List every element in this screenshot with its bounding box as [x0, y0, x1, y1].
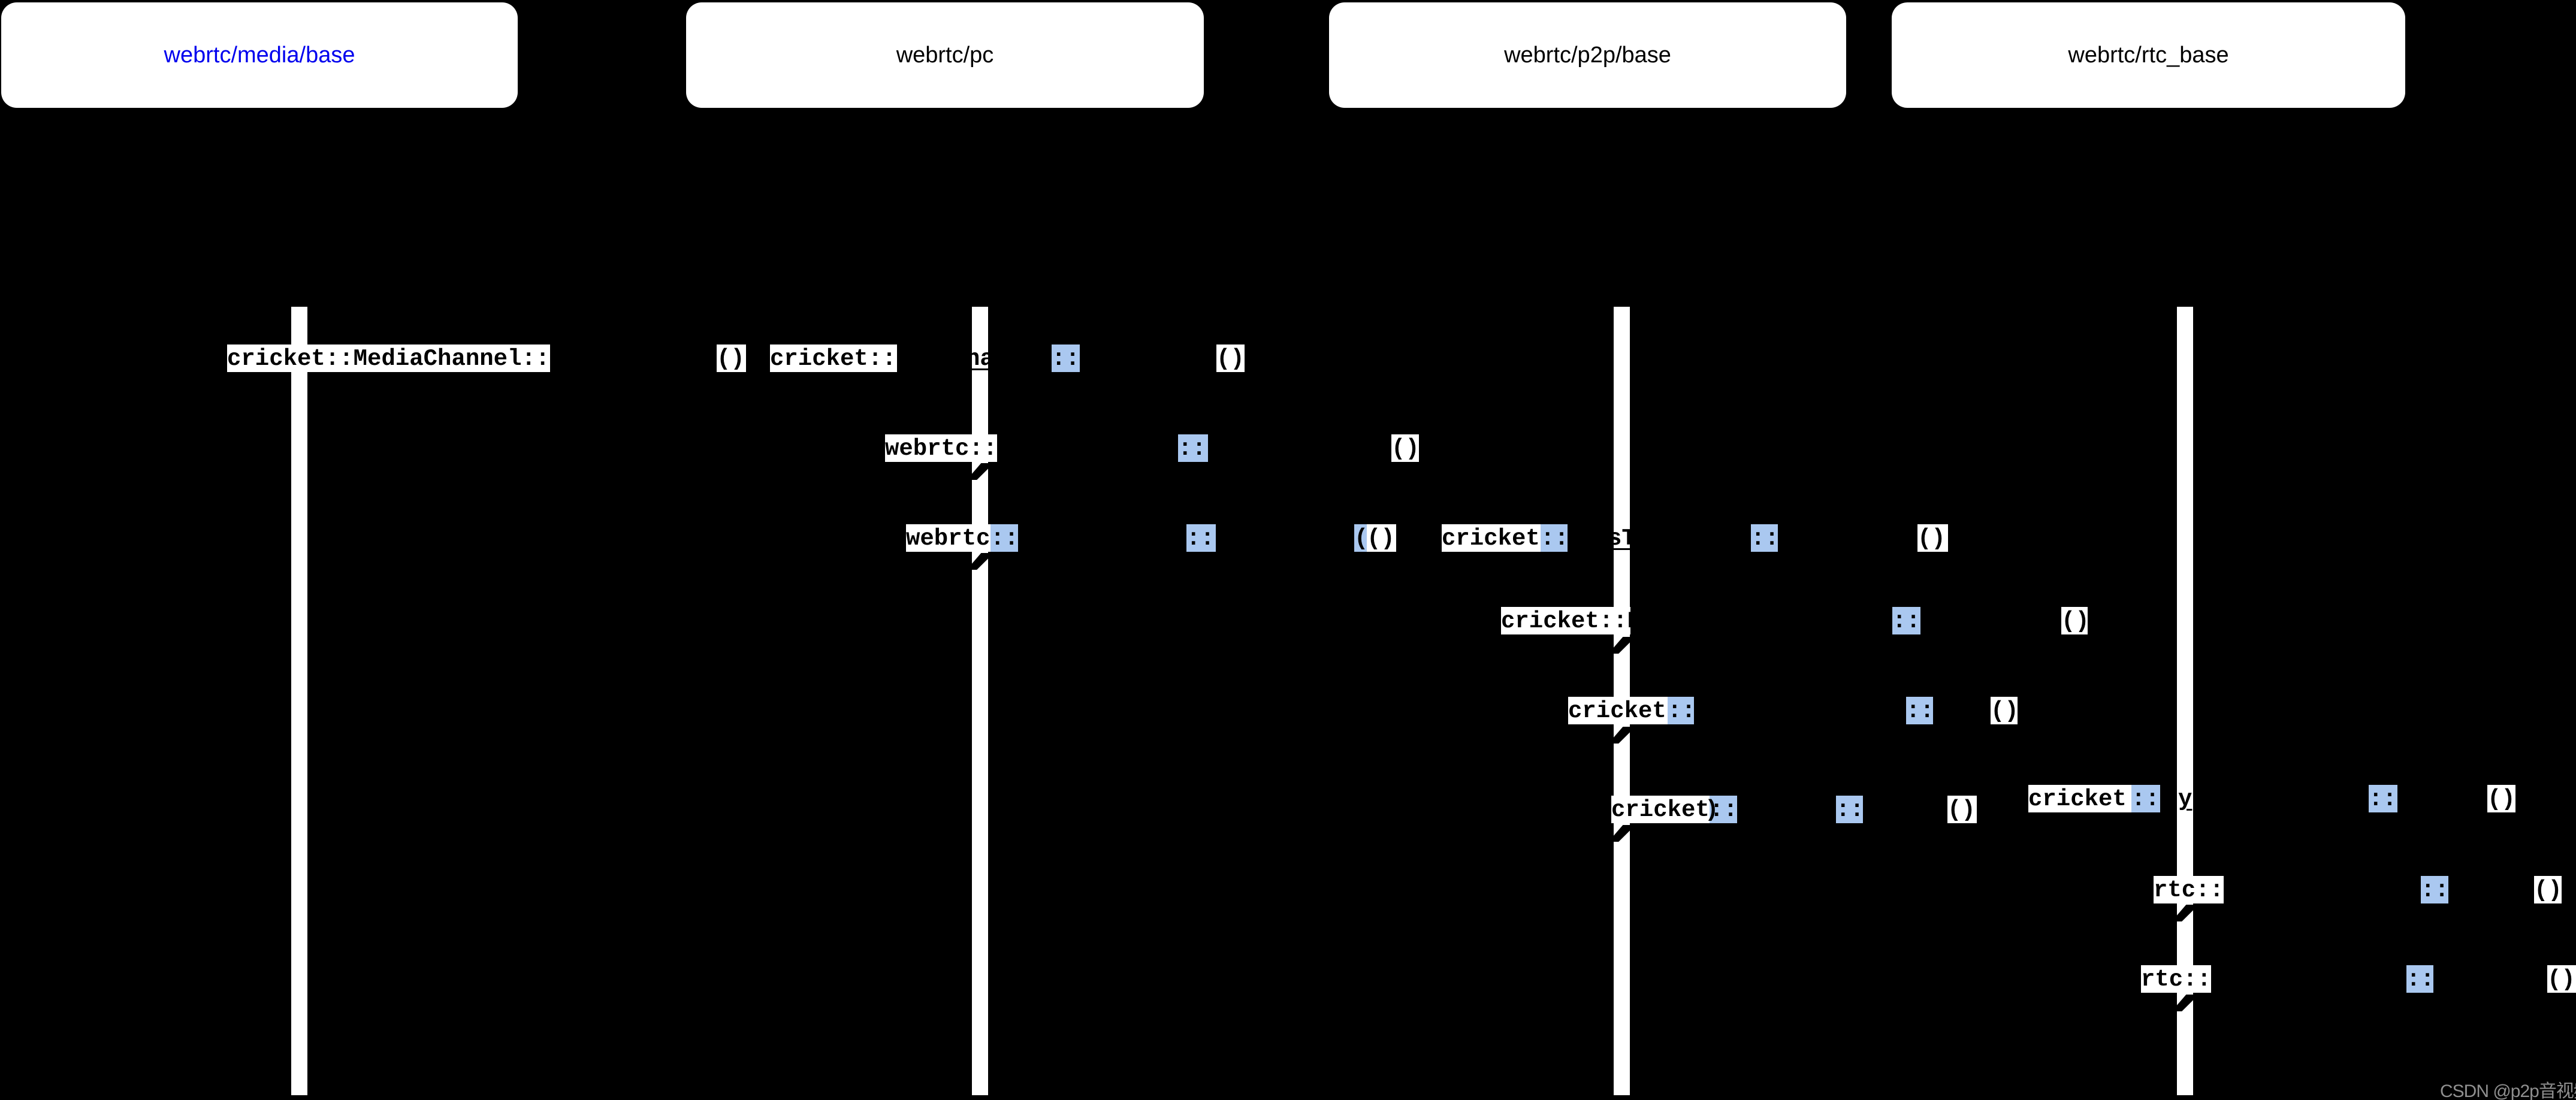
call-3-label-fragment-3: ::: [1186, 524, 1216, 552]
call-6-label-fragment-4: ::: [2369, 785, 2397, 812]
actor-box-webrtc-media-base[interactable]: webrtc/media/base: [1, 2, 518, 108]
call-7-label-fragment-1: cricket: [1611, 796, 1710, 823]
actor-box-webrtc-rtc-base: webrtc/rtc_base: [1892, 2, 2405, 108]
call-3-label-fragment-1: webrtc: [906, 524, 990, 552]
call-3-label-fragment-10: (): [1917, 524, 1948, 552]
call-1-label-fragment-5: ::: [1052, 344, 1080, 372]
call-3-label-fragment-6: cricket: [1442, 524, 1541, 552]
call-9-label-fragment-1: rtc::: [2141, 965, 2211, 993]
call-1-label-fragment-1: cricket::MediaChannel::: [227, 344, 550, 372]
call-4-label-fragment-2: ::: [1892, 607, 1920, 634]
call-7-label-fragment-5: (): [1947, 796, 1977, 823]
call-7-label-fragment-4: ::: [1836, 796, 1863, 823]
lifeline-activation-bar-2: [972, 307, 988, 1095]
call-3-label-fragment-9: ::: [1751, 524, 1778, 552]
lifeline-activation-bar-4: [2177, 307, 2193, 1095]
call-5-label-fragment-1: cricket: [1568, 697, 1668, 724]
call-4-label-fragment-3: (): [2061, 607, 2088, 634]
call-4-label-fragment-1: cricket::B: [1501, 607, 1630, 634]
call-1-label-fragment-4[interactable]: na: [966, 346, 994, 372]
call-6-label-fragment-2: ::: [2131, 785, 2160, 812]
call-8-label-fragment-2: ::: [2421, 876, 2448, 903]
call-9-label-fragment-2: ::: [2406, 965, 2433, 993]
call-3-label-fragment-4: (: [1354, 524, 1367, 552]
call-3-label-fragment-7: ::: [1541, 524, 1568, 552]
call-3-label-fragment-5: (): [1367, 524, 1396, 552]
call-2-label-fragment-2: ::: [1178, 434, 1208, 462]
call-5-label-fragment-3: ::: [1906, 697, 1933, 724]
call-5-label-fragment-4: (): [1991, 697, 2018, 724]
call-9-label-fragment-3: (): [2547, 965, 2576, 993]
call-5-label-fragment-2: ::: [1668, 697, 1694, 724]
call-6-label-fragment-1: cricket: [2028, 785, 2131, 812]
call-8-label-fragment-3: (): [2534, 876, 2562, 903]
call-2-label-fragment-3: (): [1391, 434, 1419, 462]
call-1-label-fragment-3: cricket::: [770, 344, 897, 372]
actor-box-webrtc-p2p-base: webrtc/p2p/base: [1329, 2, 1846, 108]
call-6-label-fragment-3[interactable]: y: [2178, 786, 2193, 812]
call-1-label-fragment-2: (): [717, 344, 746, 372]
call-7-label-fragment-3: ): [1705, 797, 1719, 823]
call-2-label-fragment-1: webrtc::: [885, 434, 997, 462]
call-6-label-fragment-5: (): [2487, 785, 2515, 812]
call-7-label-fragment-2: ::: [1710, 796, 1737, 823]
actor-box-webrtc-pc: webrtc/pc: [686, 2, 1204, 108]
call-1-label-fragment-6: (): [1216, 344, 1245, 372]
call-3-label-fragment-8[interactable]: sT: [1608, 525, 1636, 552]
lifeline-activation-bar-1: [291, 307, 307, 1095]
csdn-watermark: CSDN @p2p音视频开发: [2440, 1081, 2576, 1100]
call-8-label-fragment-1: rtc::: [2154, 876, 2224, 903]
call-3-label-fragment-2: ::: [990, 524, 1018, 552]
